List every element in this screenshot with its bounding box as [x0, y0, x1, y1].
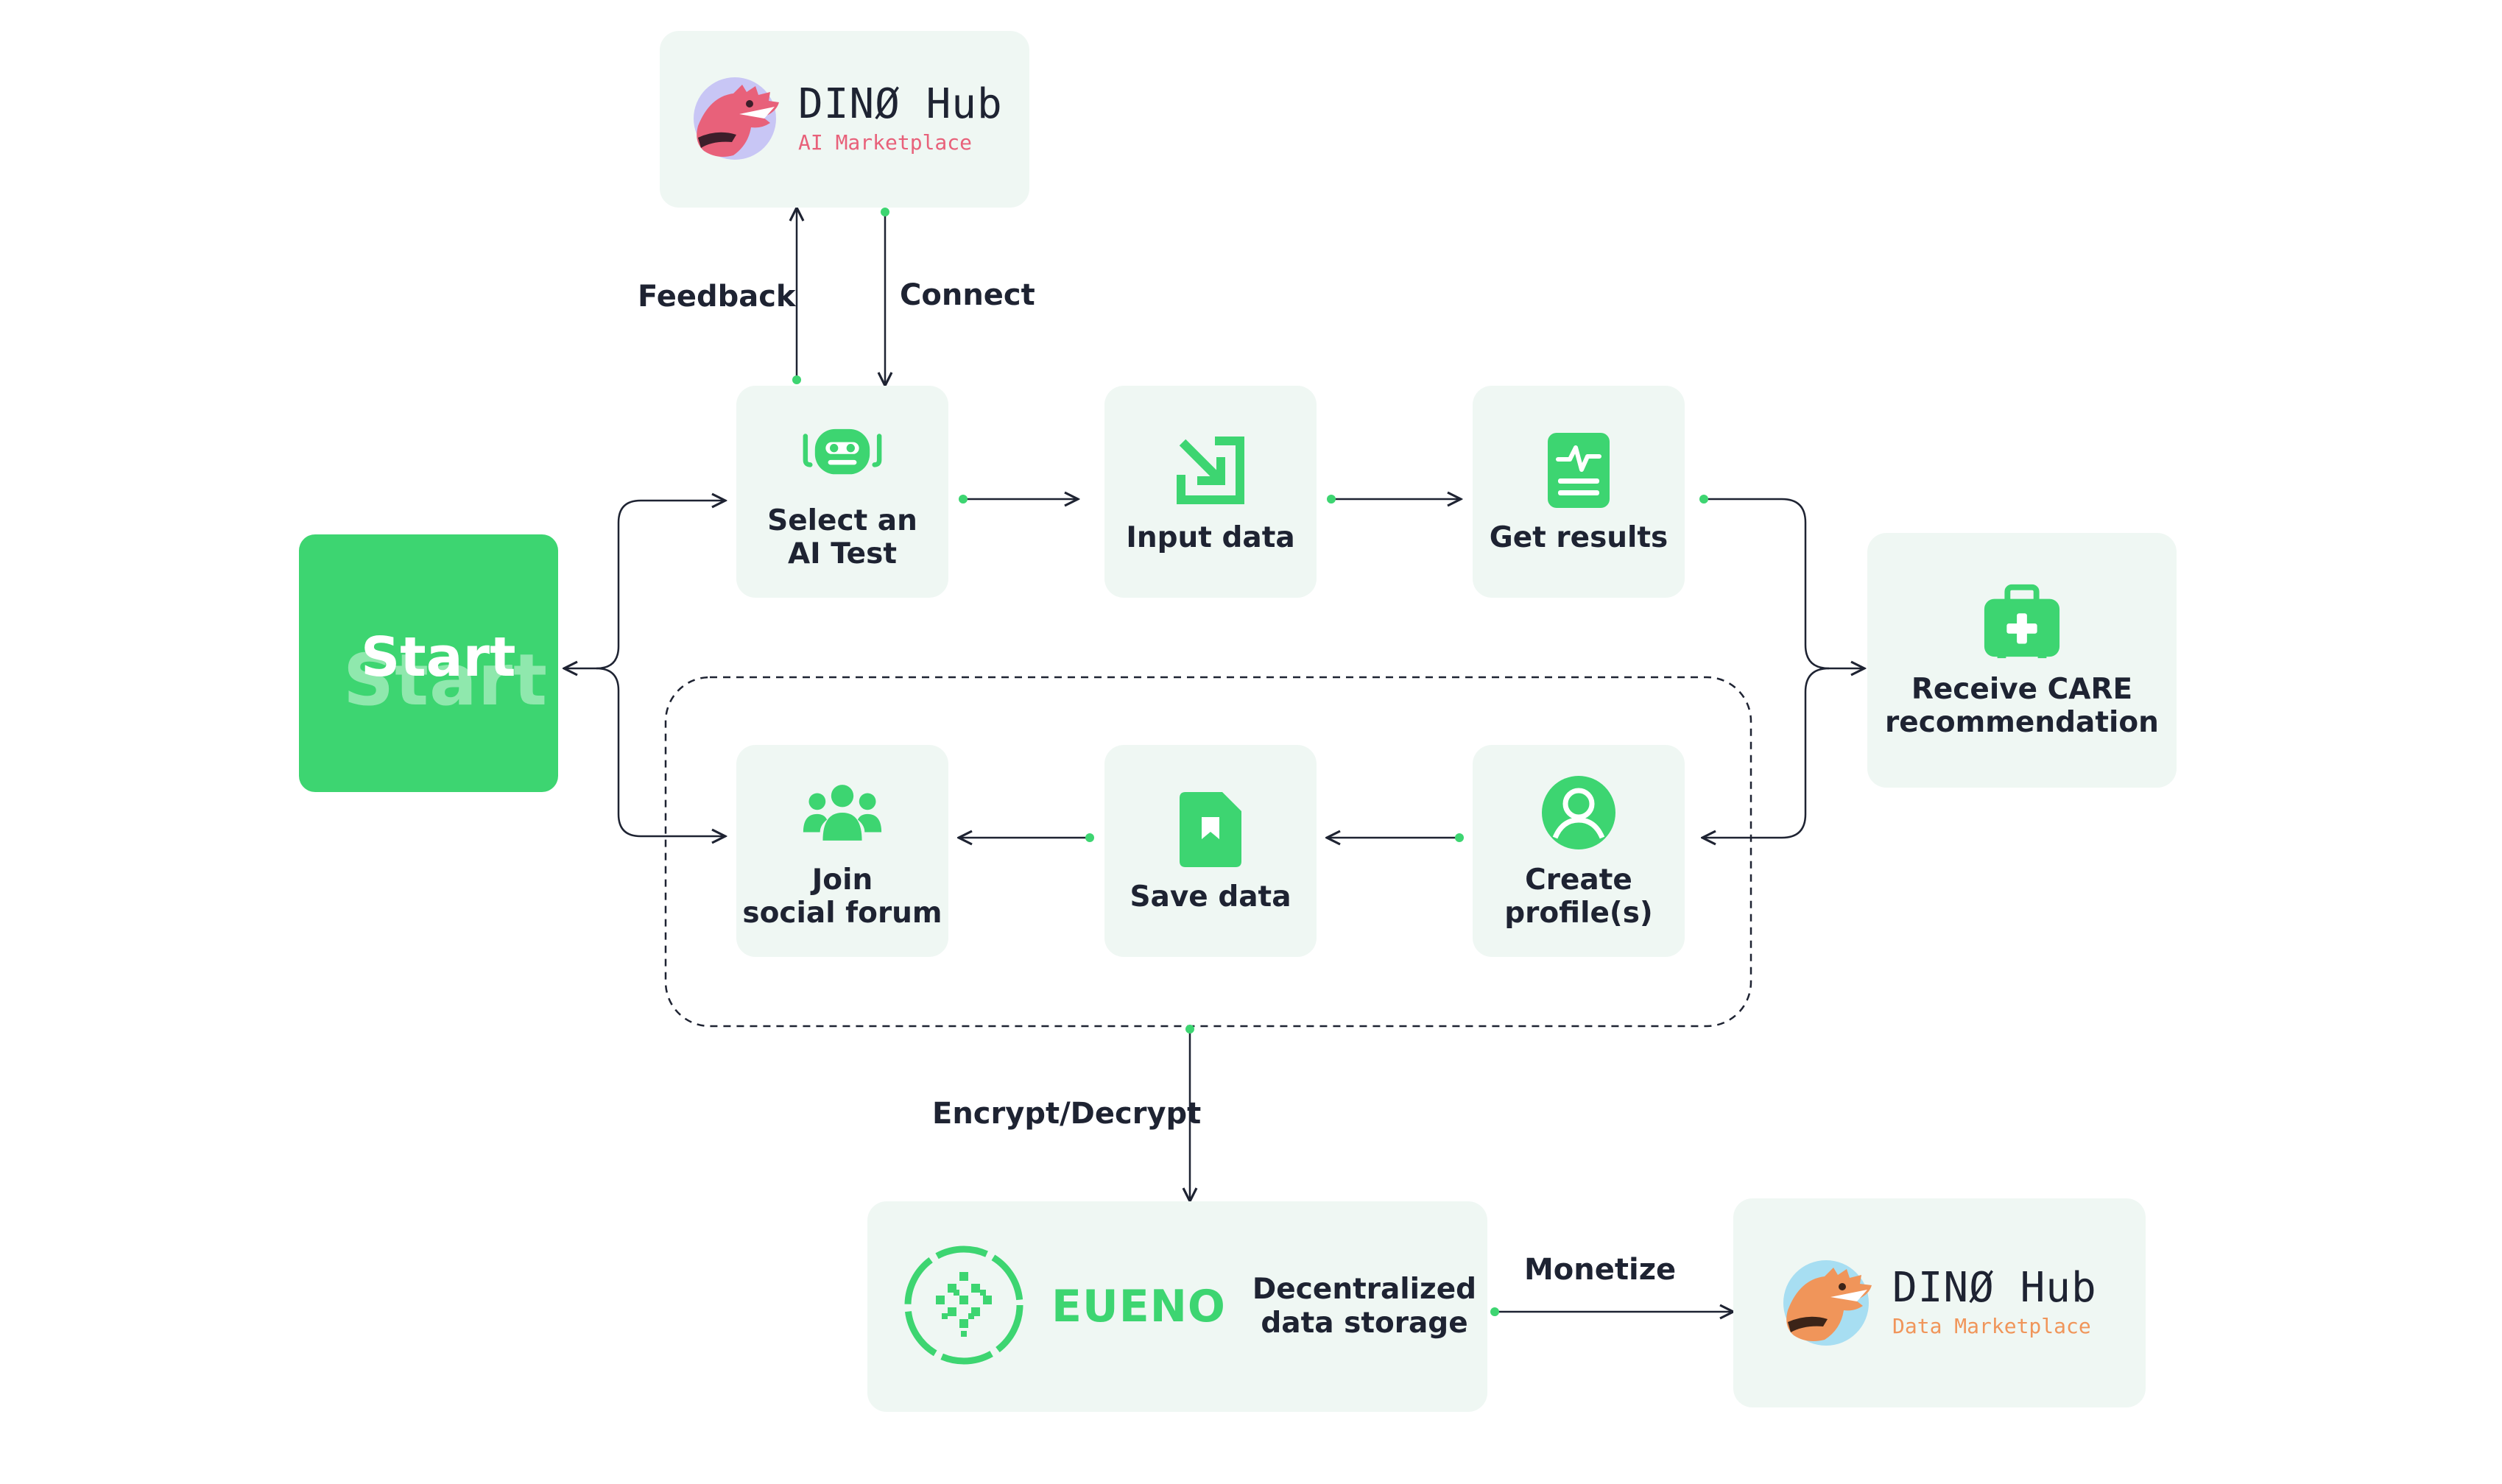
select-ai-test-card[interactable]: Select an AI Test — [736, 386, 948, 598]
encrypt-decrypt-label: Encrypt/Decrypt — [932, 1097, 1202, 1131]
eueno-storage-card[interactable]: EUENO Decentralized data storage — [867, 1201, 1487, 1412]
hub-bottom-subtitle: Data Marketplace — [1892, 1314, 2091, 1338]
input-data-label: Input data — [1126, 520, 1295, 554]
storage-description: Decentralized data storage — [1252, 1273, 1477, 1340]
input-data-card[interactable]: Input data — [1104, 386, 1317, 598]
dino-hub-ai-marketplace[interactable]: DINØ Hub AI Marketplace — [660, 31, 1029, 208]
get-results-label: Get results — [1489, 520, 1668, 554]
report-icon — [1538, 430, 1619, 511]
receive-care-label: Receive CARE recommendation — [1885, 673, 2159, 739]
group-icon — [802, 772, 883, 853]
robot-icon — [802, 413, 883, 494]
dashed-group-border — [664, 676, 1752, 1028]
results-to-care-line — [1704, 498, 1864, 668]
start-block[interactable]: Start Start — [299, 534, 558, 792]
dino-pink-logo-icon — [688, 74, 785, 165]
start-to-select-line — [564, 501, 725, 668]
eueno-logo-icon — [903, 1244, 1025, 1370]
join-forum-label: Join social forum — [742, 863, 942, 930]
hub-top-title: DINØ Hub — [798, 80, 1003, 128]
arrow-in-icon — [1170, 430, 1251, 511]
dino-orange-logo-icon — [1777, 1256, 1879, 1351]
care-to-profile-line — [1702, 667, 1830, 838]
start-to-forum-line — [596, 667, 725, 836]
bookmark-file-icon — [1170, 789, 1251, 870]
hub-top-subtitle: AI Marketplace — [798, 130, 973, 155]
save-data-label: Save data — [1130, 880, 1291, 914]
dino-hub-data-marketplace[interactable]: DINØ Hub Data Marketplace — [1733, 1198, 2146, 1407]
save-data-card[interactable]: Save data — [1104, 745, 1317, 957]
start-ghost-text: Start — [343, 639, 549, 721]
connect-label: Connect — [900, 278, 1035, 312]
receive-care-card[interactable]: Receive CARE recommendation — [1867, 533, 2177, 788]
eueno-brand: EUENO — [1051, 1281, 1226, 1332]
monetize-label: Monetize — [1524, 1253, 1677, 1287]
medkit-icon — [1981, 582, 2062, 662]
create-profile-label: Create profile(s) — [1504, 863, 1653, 930]
start-label: Start — [361, 626, 516, 689]
get-results-card[interactable]: Get results — [1473, 386, 1685, 598]
create-profile-card[interactable]: Create profile(s) — [1473, 745, 1685, 957]
feedback-label: Feedback — [638, 280, 796, 314]
hub-bottom-title: DINØ Hub — [1892, 1264, 2097, 1312]
select-ai-test-label: Select an AI Test — [767, 504, 917, 570]
join-forum-card[interactable]: Join social forum — [736, 745, 948, 957]
user-circle-icon — [1538, 772, 1619, 853]
